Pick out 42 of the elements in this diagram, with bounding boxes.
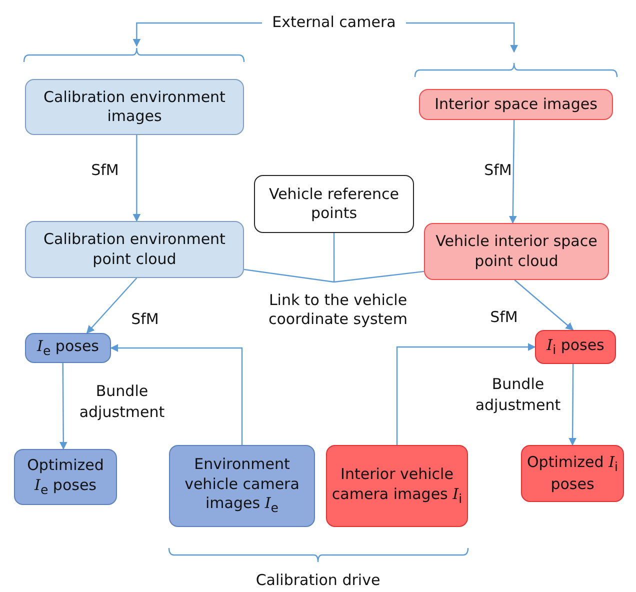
group-label: Calibration drive (254, 571, 382, 589)
box-label: Calibration environment point cloud (42, 230, 226, 269)
edge-label: SfM (90, 160, 120, 181)
box-label: Optimized I$_{i}$ poses (526, 452, 619, 494)
box-label: Environment vehicle camera images I$_{e}$ (184, 455, 300, 517)
arrow (86, 278, 138, 334)
process-box (25, 221, 244, 278)
arrow (132, 22, 262, 47)
box-label: Interior space images (434, 94, 598, 114)
connector-line (244, 268, 334, 283)
process-box (14, 449, 117, 505)
arrow (59, 363, 68, 450)
edge-label: Bundle adjustment (78, 381, 166, 423)
box-label: I$_{e}$ poses (36, 336, 100, 360)
arrow (132, 135, 141, 222)
arrow (508, 120, 517, 224)
arrow (396, 343, 536, 445)
box-label: Optimized I$_{e}$ poses (26, 456, 105, 498)
edge-label: SfM (489, 307, 519, 328)
process-box (424, 223, 609, 280)
arrow (110, 344, 243, 445)
process-box (419, 89, 613, 120)
process-box (25, 79, 244, 135)
box-label: Vehicle reference points (268, 184, 400, 224)
box-label: I$_{i}$ poses (546, 336, 606, 358)
connector-line (334, 270, 424, 283)
process-box (169, 445, 315, 527)
box-label: Calibration environment images (42, 88, 226, 126)
edge-label: SfM (130, 309, 160, 330)
box-label: Vehicle interior space point cloud (434, 232, 598, 271)
connector-line (333, 233, 335, 282)
process-box (521, 445, 624, 502)
process-box (326, 445, 468, 527)
edge-label: Bundle adjustment (474, 374, 562, 416)
process-box (535, 330, 616, 364)
edge-label: SfM (483, 160, 513, 181)
arrow (514, 280, 574, 331)
arrow (568, 364, 577, 446)
process-box (25, 333, 111, 363)
process-box (254, 175, 414, 233)
arrow (406, 22, 518, 53)
box-label: Interior vehicle camera images I$_{i}$ (330, 465, 464, 507)
